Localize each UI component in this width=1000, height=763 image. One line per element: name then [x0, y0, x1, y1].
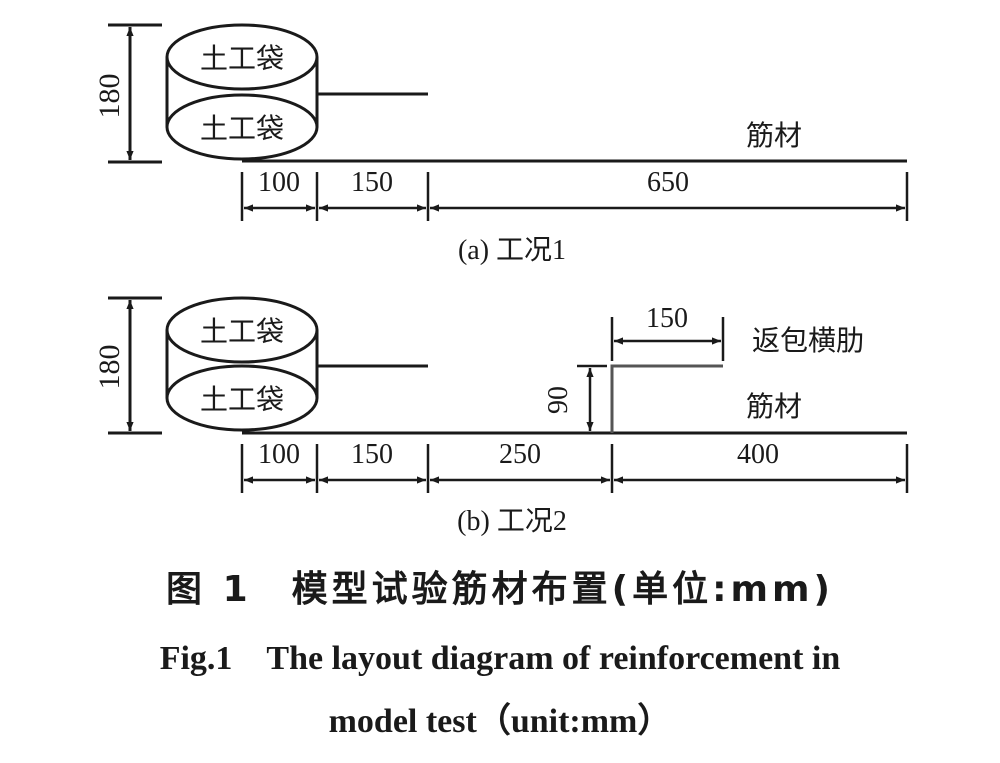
dim-label-a-1: 100 [258, 167, 300, 198]
panel-b [108, 296, 909, 493]
geobag-label-bottom-b: 土工袋 [200, 383, 284, 416]
panel-b-caption: (b) 工况2 [457, 506, 567, 537]
transverse-rib [610, 364, 723, 433]
dim-label-b-4: 400 [737, 439, 779, 470]
geobag-stack-b [165, 296, 319, 432]
geobag-label-bottom-a: 土工袋 [200, 112, 284, 145]
rib-length-label: 150 [646, 303, 688, 334]
geobag-bottom [165, 364, 319, 432]
dim-label-b-3: 250 [499, 439, 541, 470]
panel-b-labels: 180 土工袋 土工袋 返包横肋 筋材 150 90 100 150 250 4… [93, 303, 864, 537]
wrap-back-reinforcement-b [315, 335, 428, 368]
wrap-back-reinforcement-a [315, 62, 428, 96]
figure-caption-en-line2: model test（unit:mm） [328, 703, 672, 740]
panel-a-caption: (a) 工况1 [458, 235, 566, 266]
geobag-stack-a [165, 23, 319, 161]
dim-label-a-2: 150 [351, 167, 393, 198]
height-label-a: 180 [93, 74, 126, 119]
dim-label-a-3: 650 [647, 167, 689, 198]
geobag-top [165, 296, 319, 364]
height-dimension-b [108, 296, 162, 435]
reinforcement-label-b: 筋材 [746, 390, 802, 423]
height-dimension-a [108, 23, 162, 164]
height-label-b: 180 [93, 345, 126, 390]
panel-a [108, 23, 909, 221]
reinforcement-label-a: 筋材 [746, 119, 802, 152]
geobag-top [165, 23, 319, 91]
dim-label-b-2: 150 [351, 439, 393, 470]
horizontal-dimension-a [240, 172, 909, 221]
rib-label: 返包横肋 [752, 324, 864, 357]
rib-length-dimension [610, 317, 725, 361]
panel-a-labels: 180 土工袋 土工袋 筋材 100 150 650 (a) 工况1 [93, 42, 802, 266]
geobag-label-top-a: 土工袋 [200, 42, 284, 75]
horizontal-dimension-b [240, 444, 909, 493]
figure-caption-en-line1: Fig.1 The layout diagram of reinforcemen… [159, 640, 841, 677]
figure-caption-cn: 图 1 模型试验筋材布置(单位:mm) [166, 569, 834, 610]
geobag-bottom [165, 93, 319, 161]
rib-height-label: 90 [543, 386, 574, 414]
dim-label-b-1: 100 [258, 439, 300, 470]
rib-height-dimension [577, 364, 607, 431]
geobag-label-top-b: 土工袋 [200, 315, 284, 348]
